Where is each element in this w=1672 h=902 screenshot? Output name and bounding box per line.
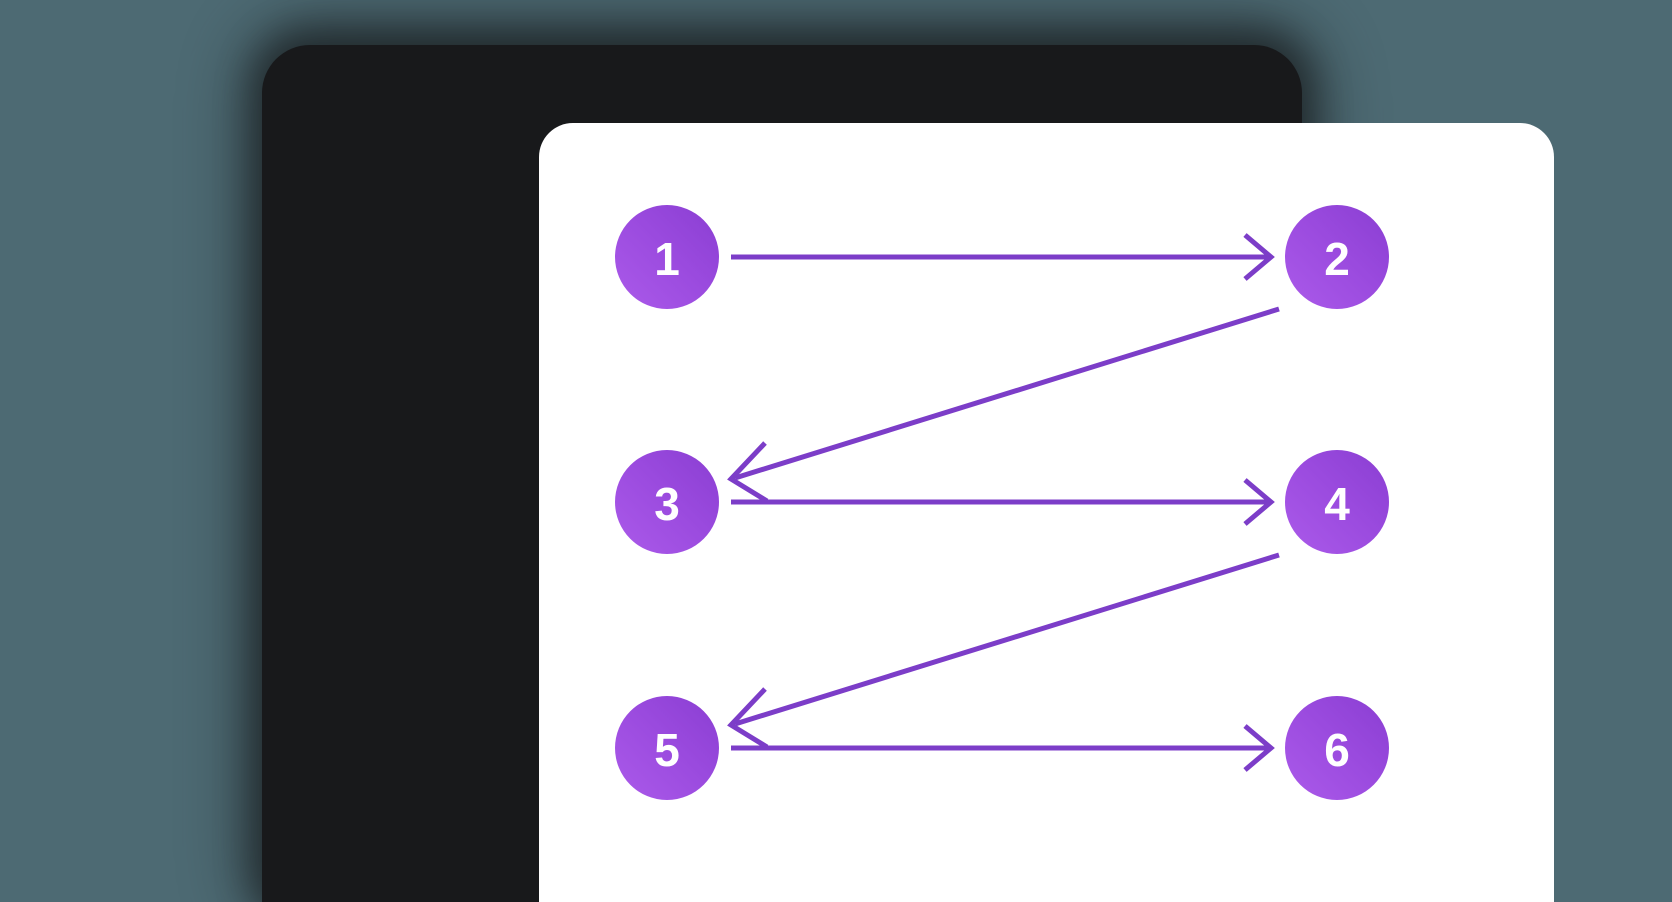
device-bezel: 1 2 3 4	[262, 45, 1554, 902]
node-2-label: 2	[1324, 233, 1350, 285]
node-5[interactable]: 5	[615, 696, 719, 800]
edge-1-to-2-arrowhead	[1243, 233, 1275, 281]
node-5-circle	[615, 696, 719, 800]
node-6-circle	[1285, 696, 1389, 800]
edge-layer	[727, 233, 1280, 772]
edge-2-to-3-arrowhead	[727, 441, 769, 504]
node-1-label: 1	[654, 233, 680, 285]
edge-5-to-6-arrowhead	[1243, 724, 1275, 772]
node-2-circle	[1285, 205, 1389, 309]
node-3-circle	[615, 450, 719, 554]
edge-4-to-5[interactable]	[727, 552, 1280, 750]
edge-5-to-6[interactable]	[731, 724, 1275, 772]
device-screen: 1 2 3 4	[539, 123, 1554, 902]
node-layer: 1 2 3 4	[615, 205, 1389, 800]
node-5-label: 5	[654, 724, 680, 776]
edge-3-to-4-arrowhead	[1243, 478, 1275, 526]
node-3-label: 3	[654, 478, 680, 530]
edge-2-to-3[interactable]	[727, 306, 1280, 504]
node-4-label: 4	[1324, 478, 1350, 530]
edge-4-to-5-line	[734, 552, 1280, 727]
edge-2-to-3-line	[734, 306, 1280, 481]
node-4-circle	[1285, 450, 1389, 554]
node-2[interactable]: 2	[1285, 205, 1389, 309]
node-4[interactable]: 4	[1285, 450, 1389, 554]
node-1-circle	[615, 205, 719, 309]
edge-3-to-4[interactable]	[731, 478, 1275, 526]
node-1[interactable]: 1	[615, 205, 719, 309]
node-6-label: 6	[1324, 724, 1350, 776]
node-flow-diagram: 1 2 3 4	[615, 205, 1389, 800]
edge-4-to-5-arrowhead	[727, 687, 769, 750]
node-6[interactable]: 6	[1285, 696, 1389, 800]
node-3[interactable]: 3	[615, 450, 719, 554]
edge-1-to-2[interactable]	[731, 233, 1275, 281]
